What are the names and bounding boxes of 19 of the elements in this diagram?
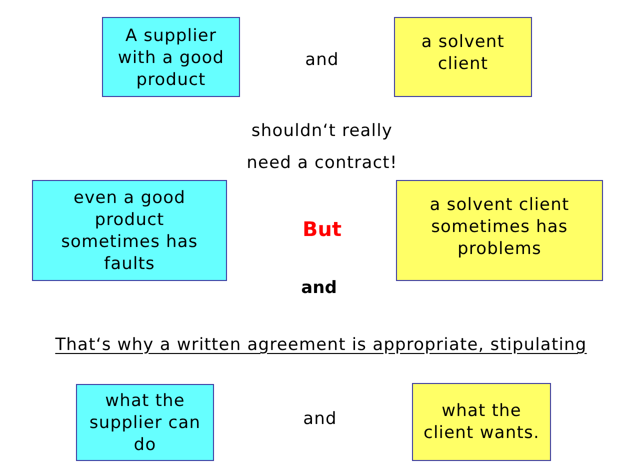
note-box: [102, 17, 240, 97]
box-text: A supplier with a good product: [116, 25, 226, 91]
statement-text: shouldn‘t really: [251, 121, 393, 141]
conjunction-text: and: [303, 409, 337, 429]
note-box: [396, 180, 603, 281]
note-box: [412, 383, 551, 461]
note-box: [76, 384, 214, 461]
box-text: a solvent client: [420, 31, 506, 75]
emphasis-text: But: [302, 219, 342, 239]
note-box: [32, 180, 227, 281]
note-box: [394, 17, 532, 97]
box-text: even a good product sometimes has faults: [60, 186, 199, 274]
box-text: what the client wants.: [422, 400, 540, 444]
box-text: what the supplier can do: [88, 390, 202, 456]
conclusion-text: That‘s why a written agreement is appropriate, stipulating: [55, 335, 587, 355]
statement-text: need a contract!: [246, 153, 398, 173]
conjunction-text: and: [301, 278, 337, 298]
conjunction-text: and: [305, 50, 339, 70]
box-text: a solvent client sometimes has problems: [428, 194, 570, 260]
